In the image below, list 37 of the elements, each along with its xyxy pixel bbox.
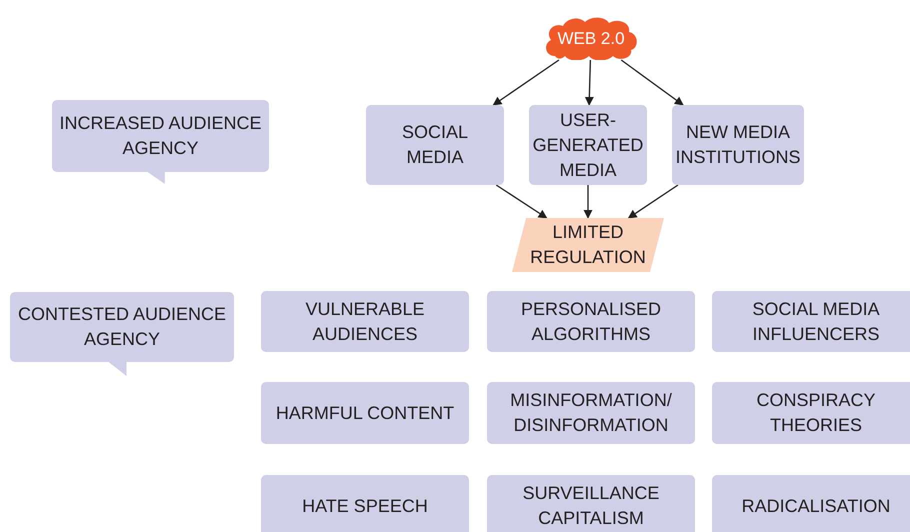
process-box bbox=[261, 291, 469, 352]
process-box bbox=[366, 105, 504, 185]
arrow bbox=[584, 60, 594, 106]
process-box bbox=[712, 475, 910, 532]
node-label: MISINFORMATION/ DISINFORMATION bbox=[509, 389, 673, 437]
parallelogram-box bbox=[512, 218, 664, 272]
arrow bbox=[628, 184, 678, 219]
arrow bbox=[492, 59, 560, 106]
arrow bbox=[584, 185, 592, 219]
arrow bbox=[620, 59, 684, 106]
process-box bbox=[487, 291, 695, 352]
speech-bubble bbox=[10, 292, 234, 376]
process-box bbox=[487, 475, 695, 532]
process-box bbox=[261, 382, 469, 444]
process-box bbox=[261, 475, 469, 532]
process-box bbox=[712, 382, 910, 444]
node-label: PERSONALISED ALGORITHMS bbox=[520, 298, 662, 346]
process-box bbox=[487, 382, 695, 444]
node-label: CONTESTED AUDIENCE AGENCY bbox=[16, 303, 228, 351]
process-box bbox=[672, 105, 804, 185]
speech-bubble bbox=[52, 100, 269, 184]
node-label: NEW MEDIA INSTITUTIONS bbox=[674, 121, 802, 169]
cloud-shape bbox=[543, 16, 639, 60]
node-label: SOCIAL MEDIA INFLUENCERS bbox=[751, 298, 881, 346]
node-label: CONSPIRACY THEORIES bbox=[755, 389, 877, 437]
node-label: HATE SPEECH bbox=[301, 494, 429, 518]
node-label: WEB 2.0 bbox=[556, 28, 626, 50]
node-label: USER-GENERATED MEDIA bbox=[532, 108, 644, 182]
node-label: HARMFUL CONTENT bbox=[274, 402, 456, 424]
node-label: SOCIAL MEDIA bbox=[400, 121, 470, 169]
node-label: RADICALISATION bbox=[740, 494, 892, 518]
arrow bbox=[496, 184, 548, 219]
node-label: LIMITED REGULATION bbox=[529, 221, 647, 269]
node-label: SURVEILLANCE CAPITALISM bbox=[522, 482, 660, 530]
process-box bbox=[712, 291, 910, 352]
node-label: VULNERABLE AUDIENCES bbox=[304, 298, 426, 346]
node-label: INCREASED AUDIENCE AGENCY bbox=[58, 112, 263, 160]
